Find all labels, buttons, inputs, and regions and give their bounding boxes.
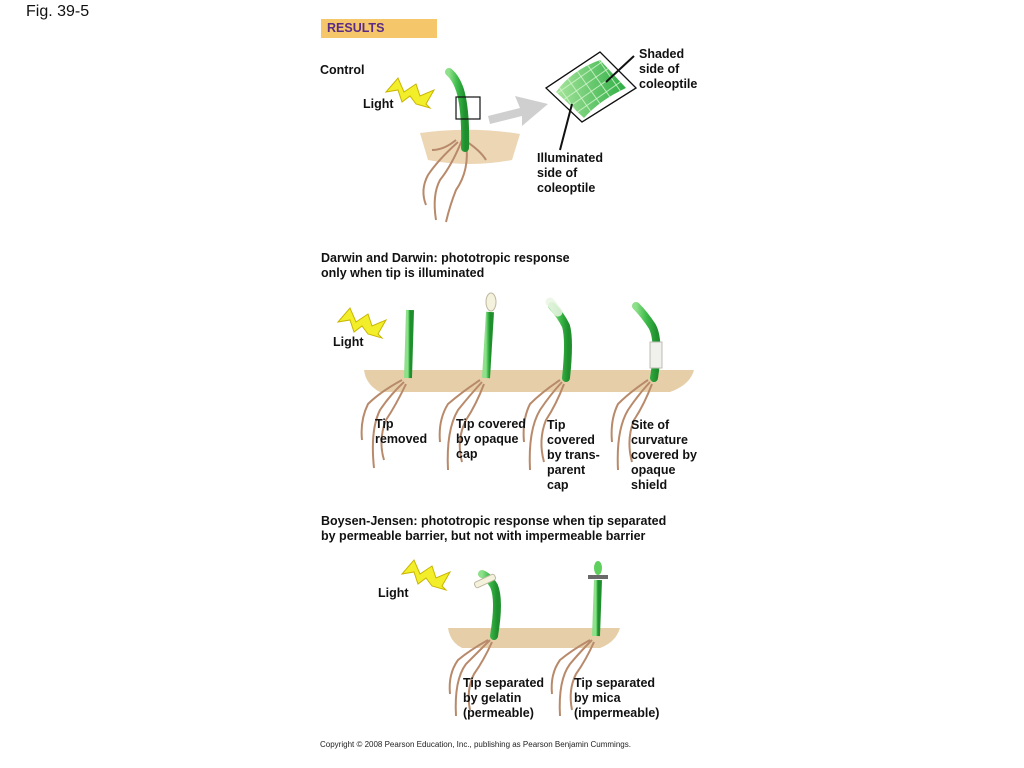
darwin-plant-tip-removed [360,309,414,469]
control-soil [420,129,520,164]
boysen-heading: Boysen-Jensen: phototropic response when… [321,514,667,543]
shaded-side-label: Shaded side of coleoptile [639,47,698,91]
boysen-plant-gelatin [448,570,501,717]
boysen-condition-label: Tip separated by mica (impermeable) [574,676,660,720]
light-bolt-darwin [336,307,388,340]
control-label: Control [320,63,365,77]
boysen-light-label: Light [378,586,409,600]
copyright-notice: Copyright © 2008 Pearson Education, Inc.… [320,740,631,749]
darwin-condition-label: Tip removed [375,417,428,446]
boysen-plant-mica [550,561,608,717]
light-bolt-control [384,77,436,110]
control-light-label: Light [363,97,394,111]
darwin-plant-opaque-cap [438,292,497,471]
darwin-condition-label: Tip covered by opaque cap [456,417,526,461]
control-zoom-box [455,96,481,120]
darwin-plant-transparent-cap [522,297,572,471]
darwin-condition-label: Site of curvature covered by opaque shie… [631,418,698,492]
darwin-light-label: Light [333,335,364,349]
results-label: RESULTS [327,21,385,35]
darwin-condition-label: Tip covered by trans- parent cap [547,418,600,492]
illuminated-side-label: Illuminated side of coleoptile [537,151,603,195]
boysen-condition-label: Tip separated by gelatin (permeable) [463,676,545,720]
darwin-heading: Darwin and Darwin: phototropic response … [321,251,570,280]
zoom-arrow [488,96,548,126]
light-bolt-boysen [400,559,452,592]
darwin-plant-opaque-shield [610,302,663,471]
results-banner [321,19,437,38]
darwin-soil [364,370,694,392]
coleoptile-cell-detail [545,51,637,151]
control-coleoptile [445,68,470,152]
figure-label: Fig. 39-5 [26,3,90,20]
